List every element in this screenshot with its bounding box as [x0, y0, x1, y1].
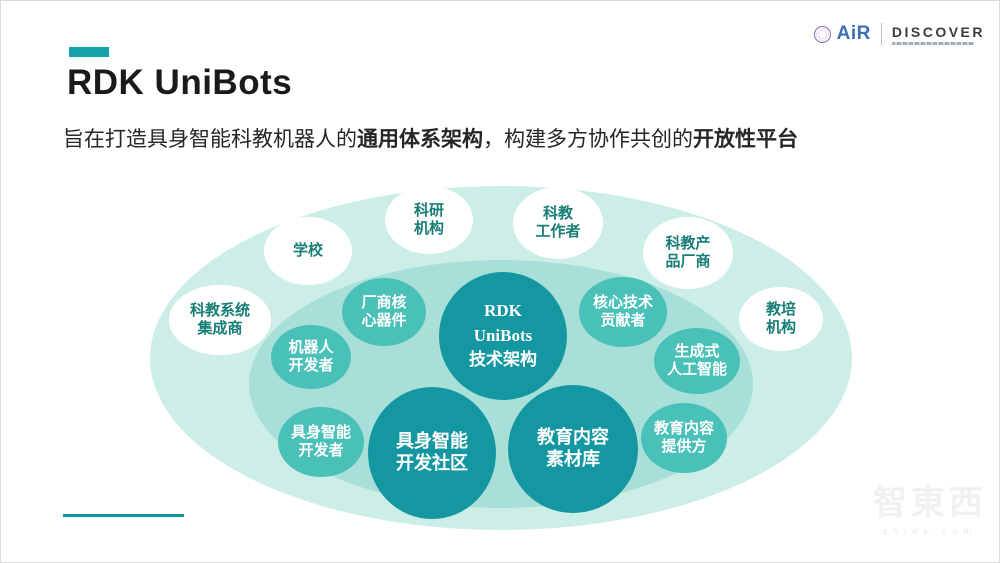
bubble-robot-developer: 机器人 开发者 — [271, 325, 351, 389]
discover-logo: DISCOVER — [891, 23, 985, 45]
discover-tagline-bar — [891, 41, 974, 45]
bubble-system-integrator: 科教系统 集成商 — [169, 285, 271, 355]
bubble-product-vendor: 科教产 品厂商 — [643, 217, 733, 289]
logo-divider — [880, 23, 882, 45]
subtitle-part: ，构建多方协作共创的 — [483, 128, 693, 151]
footer-accent-line — [63, 514, 184, 517]
bubble-core-tech-contributor: 核心技术 贡献者 — [579, 277, 667, 347]
subtitle-part-bold: 通用体系架构 — [357, 128, 483, 151]
accent-bar — [69, 47, 109, 57]
subtitle-part: 旨在打造具身智能科教机器人的 — [63, 128, 357, 151]
bubble-edu-worker: 科教 工作者 — [513, 187, 603, 259]
bubble-training-org: 教培 机构 — [739, 287, 823, 351]
bubble-embodied-dev-community: 具身智能 开发社区 — [368, 387, 496, 519]
bubble-content-provider: 教育内容 提供方 — [641, 403, 727, 473]
air-logo: AiR — [836, 23, 871, 44]
header-logos: AiR DISCOVER — [813, 23, 985, 45]
subtitle: 旨在打造具身智能科教机器人的通用体系架构，构建多方协作共创的开放性平台 — [63, 123, 798, 153]
bubble-research-institute: 科研 机构 — [385, 186, 473, 254]
bubble-embodied-ai-developer: 具身智能 开发者 — [278, 407, 364, 477]
bubble-vendor-core-parts: 厂商核 心器件 — [342, 278, 426, 346]
air-seal-icon — [813, 25, 831, 43]
bubble-edu-content-library: 教育内容 素材库 — [508, 385, 638, 513]
discover-logo-text: DISCOVER — [891, 23, 985, 40]
bubble-school: 学校 — [264, 217, 352, 285]
page-title: RDK UniBots — [67, 63, 293, 102]
bubble-rdk-unibots-hub: RDK UniBots 技术架构 — [439, 272, 567, 400]
subtitle-part-bold: 开放性平台 — [693, 128, 798, 151]
bubble-generative-ai: 生成式 人工智能 — [654, 328, 740, 394]
